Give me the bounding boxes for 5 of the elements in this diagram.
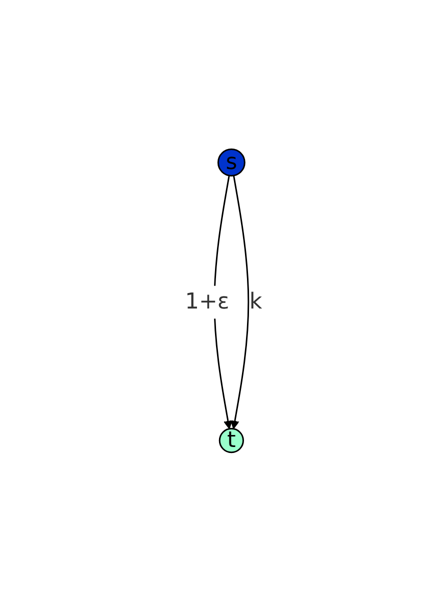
edge-label: k <box>250 290 263 315</box>
node-circle: t <box>219 428 244 454</box>
arrow <box>230 175 250 430</box>
edge-label: 1+ε <box>185 290 230 315</box>
node-circle: s <box>218 148 246 176</box>
